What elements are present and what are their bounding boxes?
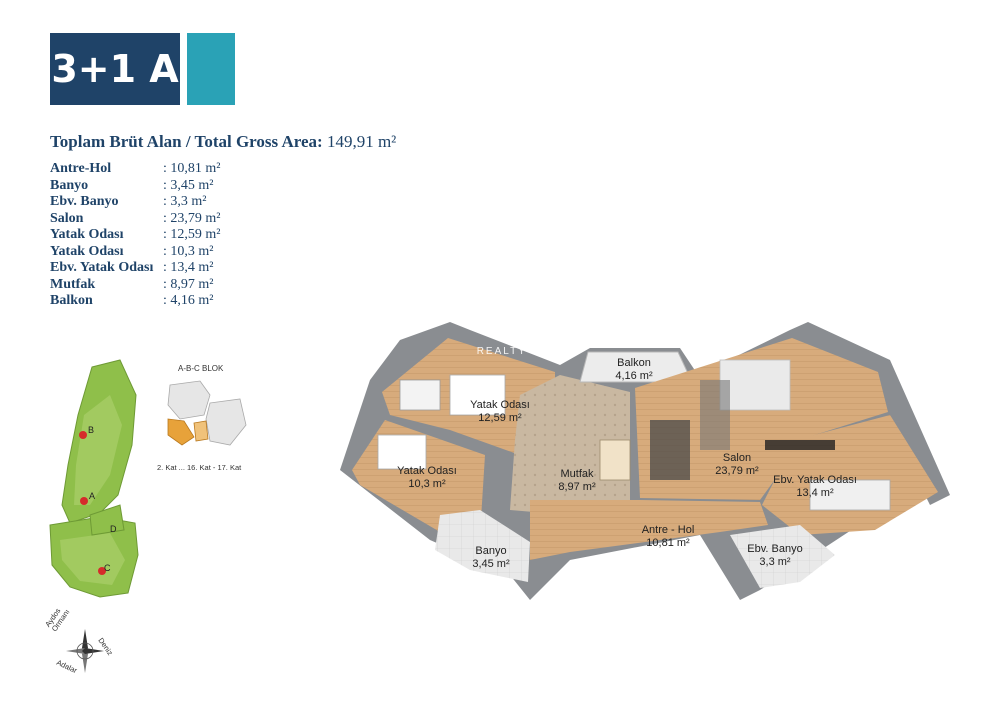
area-name: Ebv. Banyo [50, 194, 119, 209]
room-name: Salon [722, 452, 752, 464]
room-balkon: Balkon 4,16 m² [594, 357, 674, 383]
area-name: Banyo [50, 177, 89, 193]
area-value: : 10,3 m² [163, 243, 214, 259]
area-value: : 13,4 m² [163, 260, 214, 275]
key-plan-floors: 2. Kat ... 16. Kat - 17. Kat [157, 463, 242, 472]
master-bed [809, 479, 891, 511]
ensuite-floor [730, 525, 835, 588]
room-ebv-yatak: Ebv. Yatak Odası 13,4 m² [760, 474, 870, 500]
living-rug [719, 359, 791, 411]
room-mutfak: Mutfak 8,97 m² [542, 468, 612, 494]
room-area: 8,97 m² [558, 481, 596, 493]
area-value: : 12,59 m² [163, 227, 221, 242]
plan-type-badge: 3+1 A [50, 33, 180, 105]
floor-plan: REALTY EXPERT Balkon 4,16 m² Yatak Odası… [330, 320, 960, 615]
room-area: 12,59 m² [478, 412, 522, 424]
area-name: Salon [50, 210, 84, 226]
sofa [700, 380, 730, 450]
room-yatak-2: Yatak Odası 10,3 m² [392, 465, 462, 491]
block-c-marker [98, 567, 106, 575]
room-area: 10,81 m² [646, 537, 690, 549]
total-gross-area: Toplam Brüt Alan / Total Gross Area: 149… [50, 132, 396, 152]
area-name: Mutfak [50, 276, 96, 292]
area-value: : 3,3 m² [163, 194, 207, 209]
key-plan-diagram [167, 380, 247, 446]
block-label-a: A [89, 491, 95, 501]
site-plan-map: B A D C [49, 359, 139, 598]
total-area-value: 149,91 m² [326, 132, 397, 151]
room-banyo: Banyo 3,45 m² [456, 545, 526, 571]
area-row: Yatak Odası : 10,3 m² [50, 244, 220, 261]
room-antre: Antre - Hol 10,81 m² [623, 524, 713, 550]
block-a-marker [80, 497, 88, 505]
room-area: 10,3 m² [408, 478, 446, 490]
bathroom-floor [435, 510, 530, 582]
block-label-d: D [110, 524, 117, 534]
area-value: : 3,45 m² [163, 177, 214, 193]
area-row: Mutfak : 8,97 m² [50, 277, 220, 294]
room-area: 23,79 m² [715, 465, 759, 477]
room-name: Yatak Odası [470, 399, 530, 411]
tv-unit [765, 440, 835, 450]
room-name: Ebv. Yatak Odası [773, 474, 857, 486]
room-name: Ebv. Banyo [747, 543, 803, 555]
room-area: 4,16 m² [615, 370, 653, 382]
room-ebv-banyo: Ebv. Banyo 3,3 m² [735, 543, 815, 569]
room-name: Balkon [617, 357, 651, 369]
site-parcel-north [61, 359, 137, 524]
key-plan-title: A-B-C BLOK [178, 364, 224, 373]
dining-set [650, 420, 690, 480]
living-room-floor [635, 338, 888, 500]
room-name: Antre - Hol [641, 524, 695, 536]
room-area: 3,3 m² [759, 556, 791, 568]
room-salon: Salon 23,79 m² [702, 452, 772, 478]
kitchen-floor [510, 375, 630, 520]
watermark-text: REALTY EXPERT [476, 346, 584, 357]
area-row: Yatak Odası : 12,59 m² [50, 227, 220, 244]
hallway-floor [530, 500, 768, 560]
area-value: : 8,97 m² [163, 276, 214, 292]
bed-2 [377, 434, 427, 470]
block-b-marker [79, 431, 87, 439]
room-area: 13,4 m² [796, 487, 834, 499]
area-row: Balkon : 4,16 m² [50, 293, 220, 310]
block-label-c: C [104, 563, 111, 573]
area-value: : 4,16 m² [163, 293, 214, 308]
area-value: : 10,81 m² [163, 161, 221, 176]
dining-table [599, 439, 631, 481]
bed-1 [399, 379, 441, 411]
room-area: 3,45 m² [472, 558, 510, 570]
area-name: Antre-Hol [50, 161, 112, 176]
area-row: Banyo : 3,45 m² [50, 178, 220, 195]
room-yatak-1: Yatak Odası 12,59 m² [465, 399, 535, 425]
room-name: Mutfak [560, 468, 594, 480]
block-label-b: B [88, 425, 94, 435]
area-name: Yatak Odası [50, 227, 124, 242]
site-parcel-south [49, 516, 139, 598]
room-name: Yatak Odası [397, 465, 457, 477]
floor-plan-drawing [340, 322, 950, 600]
room-area-list: Antre-Hol : 10,81 m² Banyo : 3,45 m² Ebv. … [50, 161, 220, 310]
area-name: Ebv. Yatak Odası [50, 260, 154, 275]
area-value: : 23,79 m² [163, 210, 221, 226]
compass-icon [66, 629, 104, 673]
badge-accent-block [187, 33, 235, 105]
area-name: Yatak Odası [50, 243, 124, 259]
total-area-label: Toplam Brüt Alan / Total Gross Area: [50, 132, 323, 151]
key-plan-highlight [167, 418, 195, 446]
area-row: Antre-Hol : 10,81 m² [50, 161, 220, 178]
area-row: Ebv. Banyo : 3,3 m² [50, 194, 220, 211]
area-row: Ebv. Yatak Odası : 13,4 m² [50, 260, 220, 277]
room-name: Banyo [475, 545, 507, 557]
area-row: Salon : 23,79 m² [50, 211, 220, 228]
area-name: Balkon [50, 293, 93, 308]
